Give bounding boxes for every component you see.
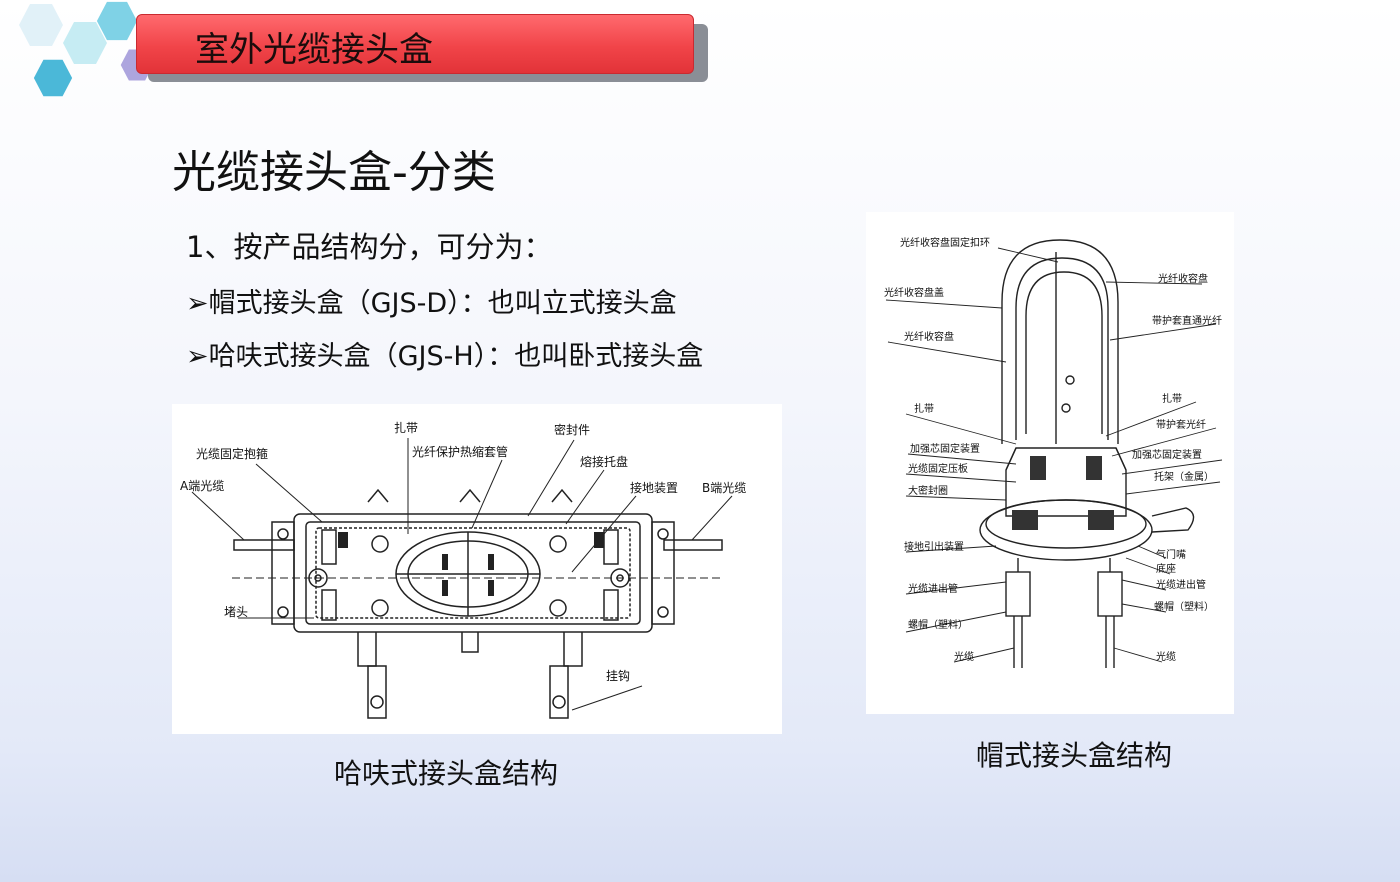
- label-tray-right: 光纤收容盘: [1158, 272, 1208, 285]
- cable-b-end: [663, 539, 723, 551]
- label-tray-left: 光纤收容盘: [904, 330, 954, 343]
- label-tie-right: 扎带: [1162, 392, 1182, 405]
- label-hook: 挂钩: [606, 669, 630, 683]
- label-seal: 密封件: [554, 422, 590, 437]
- cable-a-end: [233, 539, 295, 551]
- label-core-fix-right: 加强芯固定装置: [1132, 448, 1202, 461]
- label-ground: 接地装置: [630, 480, 678, 495]
- label-tray: 熔接托盘: [580, 454, 628, 469]
- slide-heading: 光缆接头盒-分类: [172, 147, 496, 198]
- diagram-horizontal-closure: 扎带 密封件 光缆固定抱箍 光纤保护热缩套管 熔接托盘 A端光缆 接地装置 B端…: [172, 404, 782, 734]
- classification-intro: 1、按产品结构分，可分为：: [186, 230, 553, 264]
- label-inlet-right: 光缆进出管: [1156, 578, 1206, 591]
- label-ground-out: 接地引出装置: [904, 540, 964, 553]
- dome-closure-drawing: 光纤收容盘固定扣环 光纤收容盘 光纤收容盘盖 带护套直通光纤 光纤收容盘 扎带 …: [884, 236, 1223, 668]
- label-cap-left: 螺帽（塑料）: [908, 618, 968, 631]
- horizontal-closure-drawing: 扎带 密封件 光缆固定抱箍 光纤保护热缩套管 熔接托盘 A端光缆 接地装置 B端…: [180, 421, 746, 719]
- label-clamp: 光缆固定抱箍: [196, 446, 268, 461]
- label-big-seal: 大密封圈: [908, 484, 948, 497]
- label-sheath-fiber: 带护套光纤: [1156, 418, 1206, 431]
- label-plug: 堵头: [224, 605, 248, 619]
- bullet-item-half-type: ➢哈呋式接头盒（GJS-H）：也叫卧式接头盒: [186, 341, 704, 372]
- label-base: 底座: [1156, 562, 1176, 575]
- label-tie: 扎带: [394, 421, 418, 435]
- caption-dome-closure: 帽式接头盒结构: [976, 739, 1173, 772]
- label-cable-left: 光缆: [954, 650, 974, 663]
- label-bracket: 托架（金属）: [1154, 470, 1214, 483]
- title-banner: 室外光缆接头盒: [136, 14, 694, 74]
- hexagon-decoration-1: [19, 4, 63, 46]
- hexagon-decoration-2: [63, 22, 107, 64]
- label-cap-right: 螺帽（塑料）: [1154, 600, 1214, 613]
- dome-body: [1001, 239, 1119, 444]
- label-cable-right: 光缆: [1156, 650, 1176, 663]
- label-protected-fiber: 带护套直通光纤: [1152, 314, 1222, 327]
- diagram-dome-closure: 光纤收容盘固定扣环 光纤收容盘 光纤收容盘盖 带护套直通光纤 光纤收容盘 扎带 …: [866, 212, 1234, 714]
- caption-horizontal-closure: 哈呋式接头盒结构: [334, 757, 559, 790]
- label-core-fix-left: 加强芯固定装置: [910, 442, 980, 455]
- banner-title: 室外光缆接头盒: [195, 30, 433, 70]
- label-sleeve: 光纤保护热缩套管: [412, 444, 508, 459]
- label-cover: 光纤收容盘盖: [884, 286, 944, 299]
- label-inlet-left: 光缆进出管: [908, 582, 958, 595]
- bullet-item-cap-type: ➢帽式接头盒（GJS-D）：也叫立式接头盒: [186, 288, 677, 319]
- label-ring: 光纤收容盘固定扣环: [900, 236, 990, 249]
- hexagon-decoration-4: [33, 59, 73, 97]
- label-press-plate: 光缆固定压板: [908, 462, 968, 475]
- hexagon-decoration-3: [96, 1, 138, 41]
- label-valve: 气门嘴: [1156, 548, 1186, 561]
- label-cable-a: A端光缆: [180, 479, 224, 493]
- label-tie-left: 扎带: [914, 402, 934, 415]
- label-cable-b: B端光缆: [702, 481, 746, 495]
